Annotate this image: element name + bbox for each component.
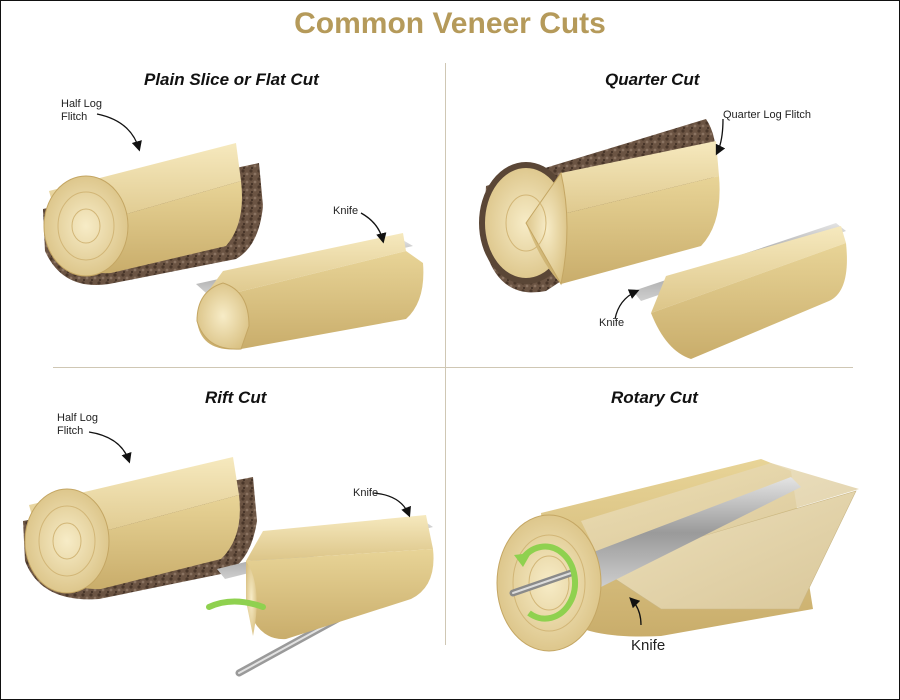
- quarter-flitch-leader: [715, 118, 726, 156]
- plain-knife-leader: [360, 212, 387, 244]
- rift-knife-leader: [372, 492, 411, 518]
- rift-cut-title: Rift Cut: [205, 388, 267, 407]
- plain-flitch-line1: Half Log: [61, 98, 102, 110]
- plain-flitch-label: Half Log Flitch: [61, 98, 102, 124]
- rift-flitch-line1: Half Log: [57, 412, 98, 424]
- rift-flitch-line2: Flitch: [57, 425, 84, 437]
- quarter-knife-leader: [614, 289, 640, 320]
- rotary-rotation-arrow: [518, 543, 578, 622]
- quarter-knife-flitch: [633, 223, 847, 359]
- quarter-knife-label: Knife: [599, 317, 625, 329]
- plain-flitch-leader: [96, 113, 142, 152]
- rift-knife-flitch: [217, 515, 434, 677]
- rift-knife-label: Knife: [353, 487, 379, 499]
- quarter-log: [479, 119, 720, 293]
- rotary-cut-title: Rotary Cut: [611, 388, 698, 407]
- rift-half-log: [23, 457, 257, 600]
- rotary-knife-leader: [629, 597, 642, 626]
- quarter-flitch-label: Quarter Log Flitch: [723, 109, 812, 121]
- rotary-knife-label: Knife: [631, 637, 666, 654]
- vertical-divider: [445, 63, 446, 645]
- horizontal-divider: [53, 367, 853, 368]
- rift-rotation-arrow: [206, 598, 266, 610]
- plain-slice-title: Plain Slice or Flat Cut: [144, 70, 319, 89]
- quarter-cut-title: Quarter Cut: [605, 70, 700, 89]
- rotary-log: [496, 459, 859, 652]
- rift-flitch-leader: [88, 431, 132, 464]
- plain-knife-flitch: [196, 233, 424, 350]
- plain-half-log: [43, 143, 263, 286]
- page-title: Common Veneer Cuts: [294, 7, 606, 40]
- rift-flitch-label: Half Log Flitch: [57, 412, 98, 438]
- plain-flitch-line2: Flitch: [61, 111, 88, 123]
- plain-knife-label: Knife: [333, 205, 359, 217]
